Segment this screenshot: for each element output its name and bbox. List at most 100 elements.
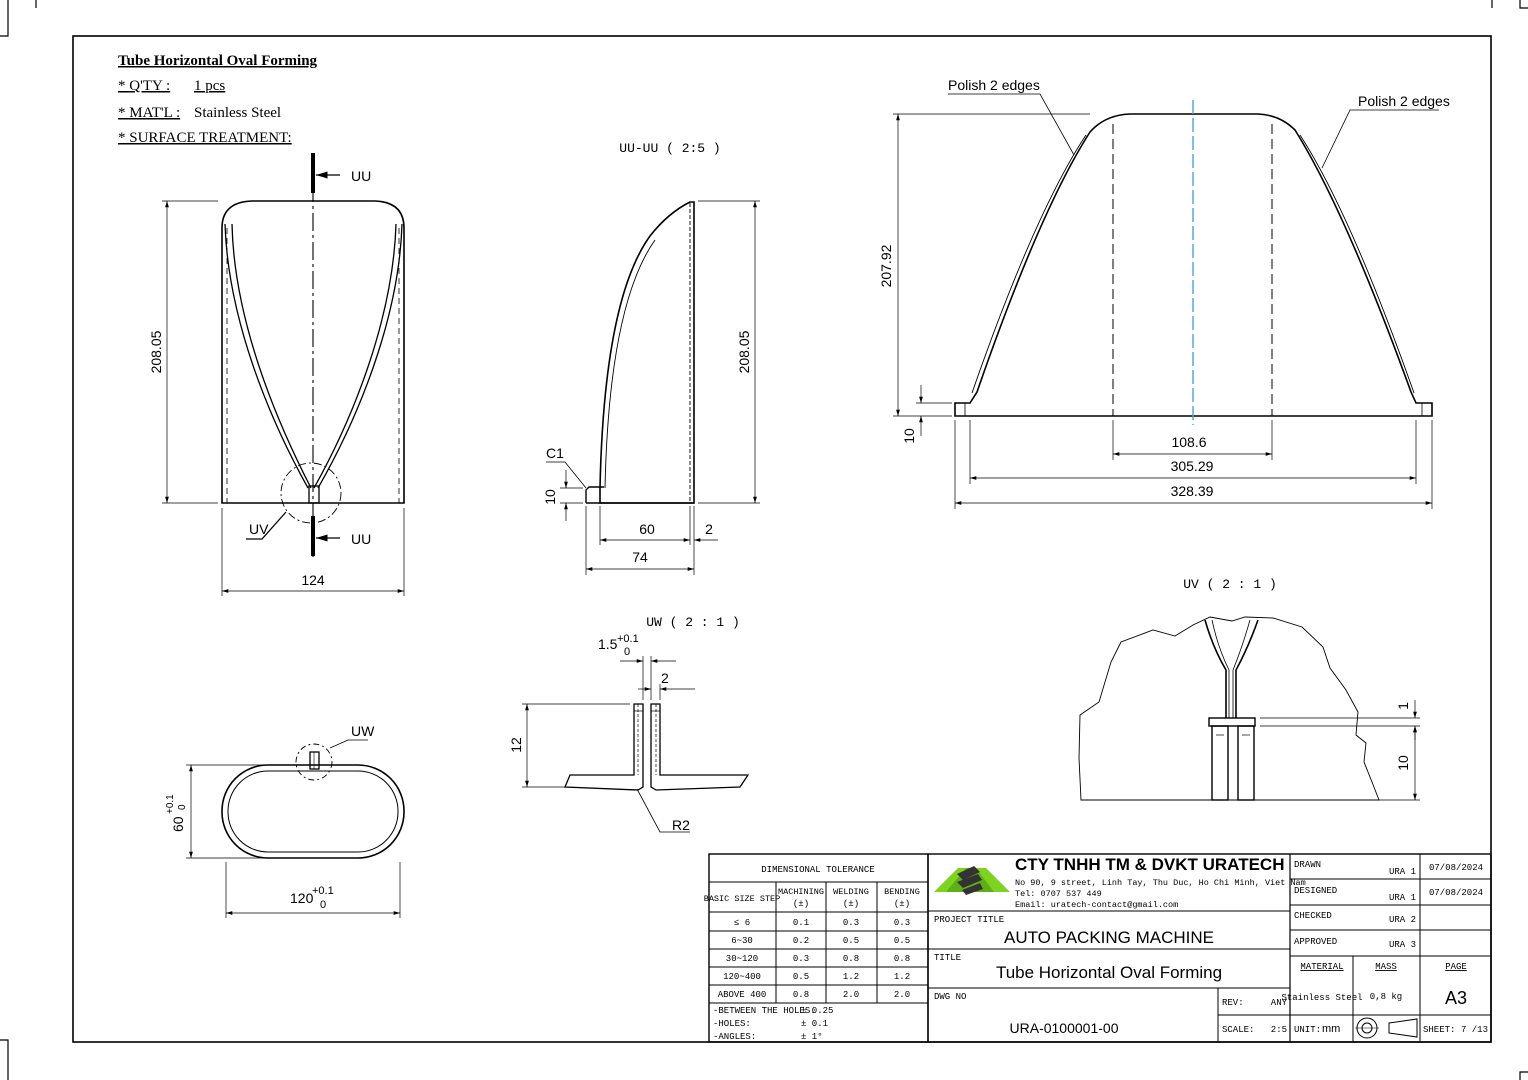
mass-header: MASS	[1375, 962, 1397, 972]
project-title: AUTO PACKING MACHINE	[1004, 928, 1214, 947]
detail-uv-labels: UV ( 2 : 1 ) 1 10	[1183, 577, 1411, 771]
dwg-no-label: DWG NO	[934, 992, 966, 1002]
approved-by: URA 3	[1389, 940, 1416, 950]
profile-dim-305: 305.29	[1171, 458, 1214, 474]
row-1-bending: 0.5	[894, 936, 910, 946]
note-holes-between-val: ± 0.25	[801, 1006, 833, 1016]
designed-label: DESIGNED	[1294, 886, 1337, 896]
approved-label: APPROVED	[1294, 937, 1337, 947]
material-label: * MAT'L :	[118, 105, 180, 121]
front-view-labels: UU UU UV 208.05 124	[148, 168, 371, 588]
title-block	[927, 853, 1492, 1043]
note-holes-between: -BETWEEN THE HOLES:	[713, 1006, 816, 1016]
row-4-bending: 2.0	[894, 990, 910, 1000]
sheet-number: 7 /13	[1461, 1025, 1488, 1035]
surface-treatment-label: * SURFACE TREATMENT:	[118, 130, 292, 146]
row-1-machining: 0.2	[793, 936, 809, 946]
company-tel: Tel: 0707 537 449	[1015, 889, 1102, 899]
row-4-machining: 0.8	[793, 990, 809, 1000]
section-uu-dim-2: 2	[705, 521, 713, 537]
header-basic-size: BASIC SIZE STEP	[704, 894, 781, 904]
header-machining: MACHINING	[778, 887, 824, 897]
sheet-label: SHEET:	[1423, 1025, 1455, 1035]
row-3-bending: 1.2	[894, 972, 910, 982]
row-0-bending: 0.3	[894, 918, 910, 928]
section-mark-top: UU	[351, 168, 371, 184]
rev-label: REV:	[1222, 998, 1244, 1008]
polish-note-left: Polish 2 edges	[948, 77, 1040, 93]
detail-mark-uw: UW	[351, 723, 375, 739]
projection-symbol-icon	[1355, 1017, 1418, 1039]
row-0-machining: 0.1	[793, 918, 809, 928]
company-email: Email: uratech-contact@gmail.com	[1015, 900, 1178, 910]
mass-value: 0,8 kg	[1370, 992, 1402, 1002]
page-header: PAGE	[1445, 962, 1467, 972]
section-mark-bottom: UU	[351, 531, 371, 547]
drawn-label: DRAWN	[1294, 860, 1321, 870]
note-angles: -ANGLES:	[713, 1032, 756, 1042]
chamfer-c1: C1	[546, 445, 564, 461]
header-welding-pm: (±)	[843, 899, 859, 909]
polish-note-right: Polish 2 edges	[1358, 93, 1450, 109]
material-value: Stainless Steel	[1281, 993, 1362, 1003]
row-2-bending: 0.8	[894, 954, 910, 964]
section-uu-flange-dim: 10	[542, 489, 558, 505]
top-width-tol-upper: +0.1	[312, 885, 334, 897]
row-3-machining: 0.5	[793, 972, 809, 982]
checked-by: URA 2	[1389, 915, 1416, 925]
company-address: No 90, 9 street, Linh Tay, Thu Duc, Ho C…	[1015, 878, 1306, 888]
front-view	[162, 153, 405, 596]
top-view-labels: UW 60 +0.1 0 120 +0.1 0	[165, 723, 375, 911]
top-height-tol-lower: 0	[177, 804, 188, 810]
uv-dim-10: 10	[1395, 755, 1411, 771]
scale-value: 2:5	[1271, 1025, 1287, 1035]
notes-title: Tube Horizontal Oval Forming	[118, 53, 318, 69]
designed-by: URA 1	[1389, 893, 1416, 903]
header-welding: WELDING	[833, 887, 869, 897]
drawn-by: URA 1	[1389, 867, 1416, 877]
section-uu-dim-74: 74	[632, 549, 648, 565]
section-uu-labels: UU-UU ( 2:5 ) 208.05 C1 10 60 2 74	[542, 141, 752, 565]
row-1-welding: 0.5	[843, 936, 859, 946]
section-uu-view	[546, 200, 760, 575]
material-value: Stainless Steel	[194, 105, 281, 121]
row-4-welding: 2.0	[843, 990, 859, 1000]
row-4-size: ABOVE 400	[718, 990, 767, 1000]
unit-value: mm	[1322, 1023, 1340, 1035]
profile-height-dim: 207.92	[878, 244, 894, 287]
detail-uw-title: UW ( 2 : 1 )	[646, 615, 740, 630]
material-header: MATERIAL	[1300, 962, 1343, 972]
company-name: CTY TNHH TM & DVKT URATECH	[1015, 855, 1284, 874]
top-height-dim: 60	[170, 816, 186, 832]
row-0-size: ≤ 6	[734, 918, 750, 928]
uw-gap-tol-upper: +0.1	[617, 633, 639, 645]
row-3-size: 120~400	[723, 972, 761, 982]
page-size: A3	[1445, 988, 1467, 1008]
scale-label: SCALE:	[1222, 1025, 1254, 1035]
uw-gap-tol-lower: 0	[624, 646, 630, 658]
uratech-logo	[934, 866, 1010, 895]
top-view	[186, 739, 405, 918]
uw-dim-12: 12	[508, 737, 524, 753]
qty-label: * Q'TY :	[118, 78, 170, 94]
profile-view	[893, 93, 1439, 509]
row-1-size: 6~30	[731, 936, 753, 946]
dwg-no: URA-0100001-00	[1010, 1020, 1119, 1036]
designed-date: 07/08/2024	[1429, 888, 1483, 898]
tolerance-notes: -BETWEEN THE HOLES: ± 0.25 -HOLES: ± 0.1…	[713, 1006, 833, 1042]
checked-label: CHECKED	[1294, 911, 1332, 921]
note-holes-val: ± 0.1	[801, 1019, 828, 1029]
section-uu-height-dim: 208.05	[736, 330, 752, 373]
header-bending: BENDING	[884, 887, 920, 897]
project-title-label: PROJECT TITLE	[934, 915, 1004, 925]
top-width-dim: 120	[290, 890, 314, 906]
note-angles-val: ± 1°	[801, 1032, 823, 1042]
row-3-welding: 1.2	[843, 972, 859, 982]
qty-value: 1 pcs	[194, 78, 225, 94]
note-holes: -HOLES:	[713, 1019, 751, 1029]
drawing-title: Tube Horizontal Oval Forming	[996, 963, 1222, 982]
uw-gap-dim: 1.5	[598, 636, 618, 652]
detail-uv-title: UV ( 2 : 1 )	[1183, 577, 1277, 592]
